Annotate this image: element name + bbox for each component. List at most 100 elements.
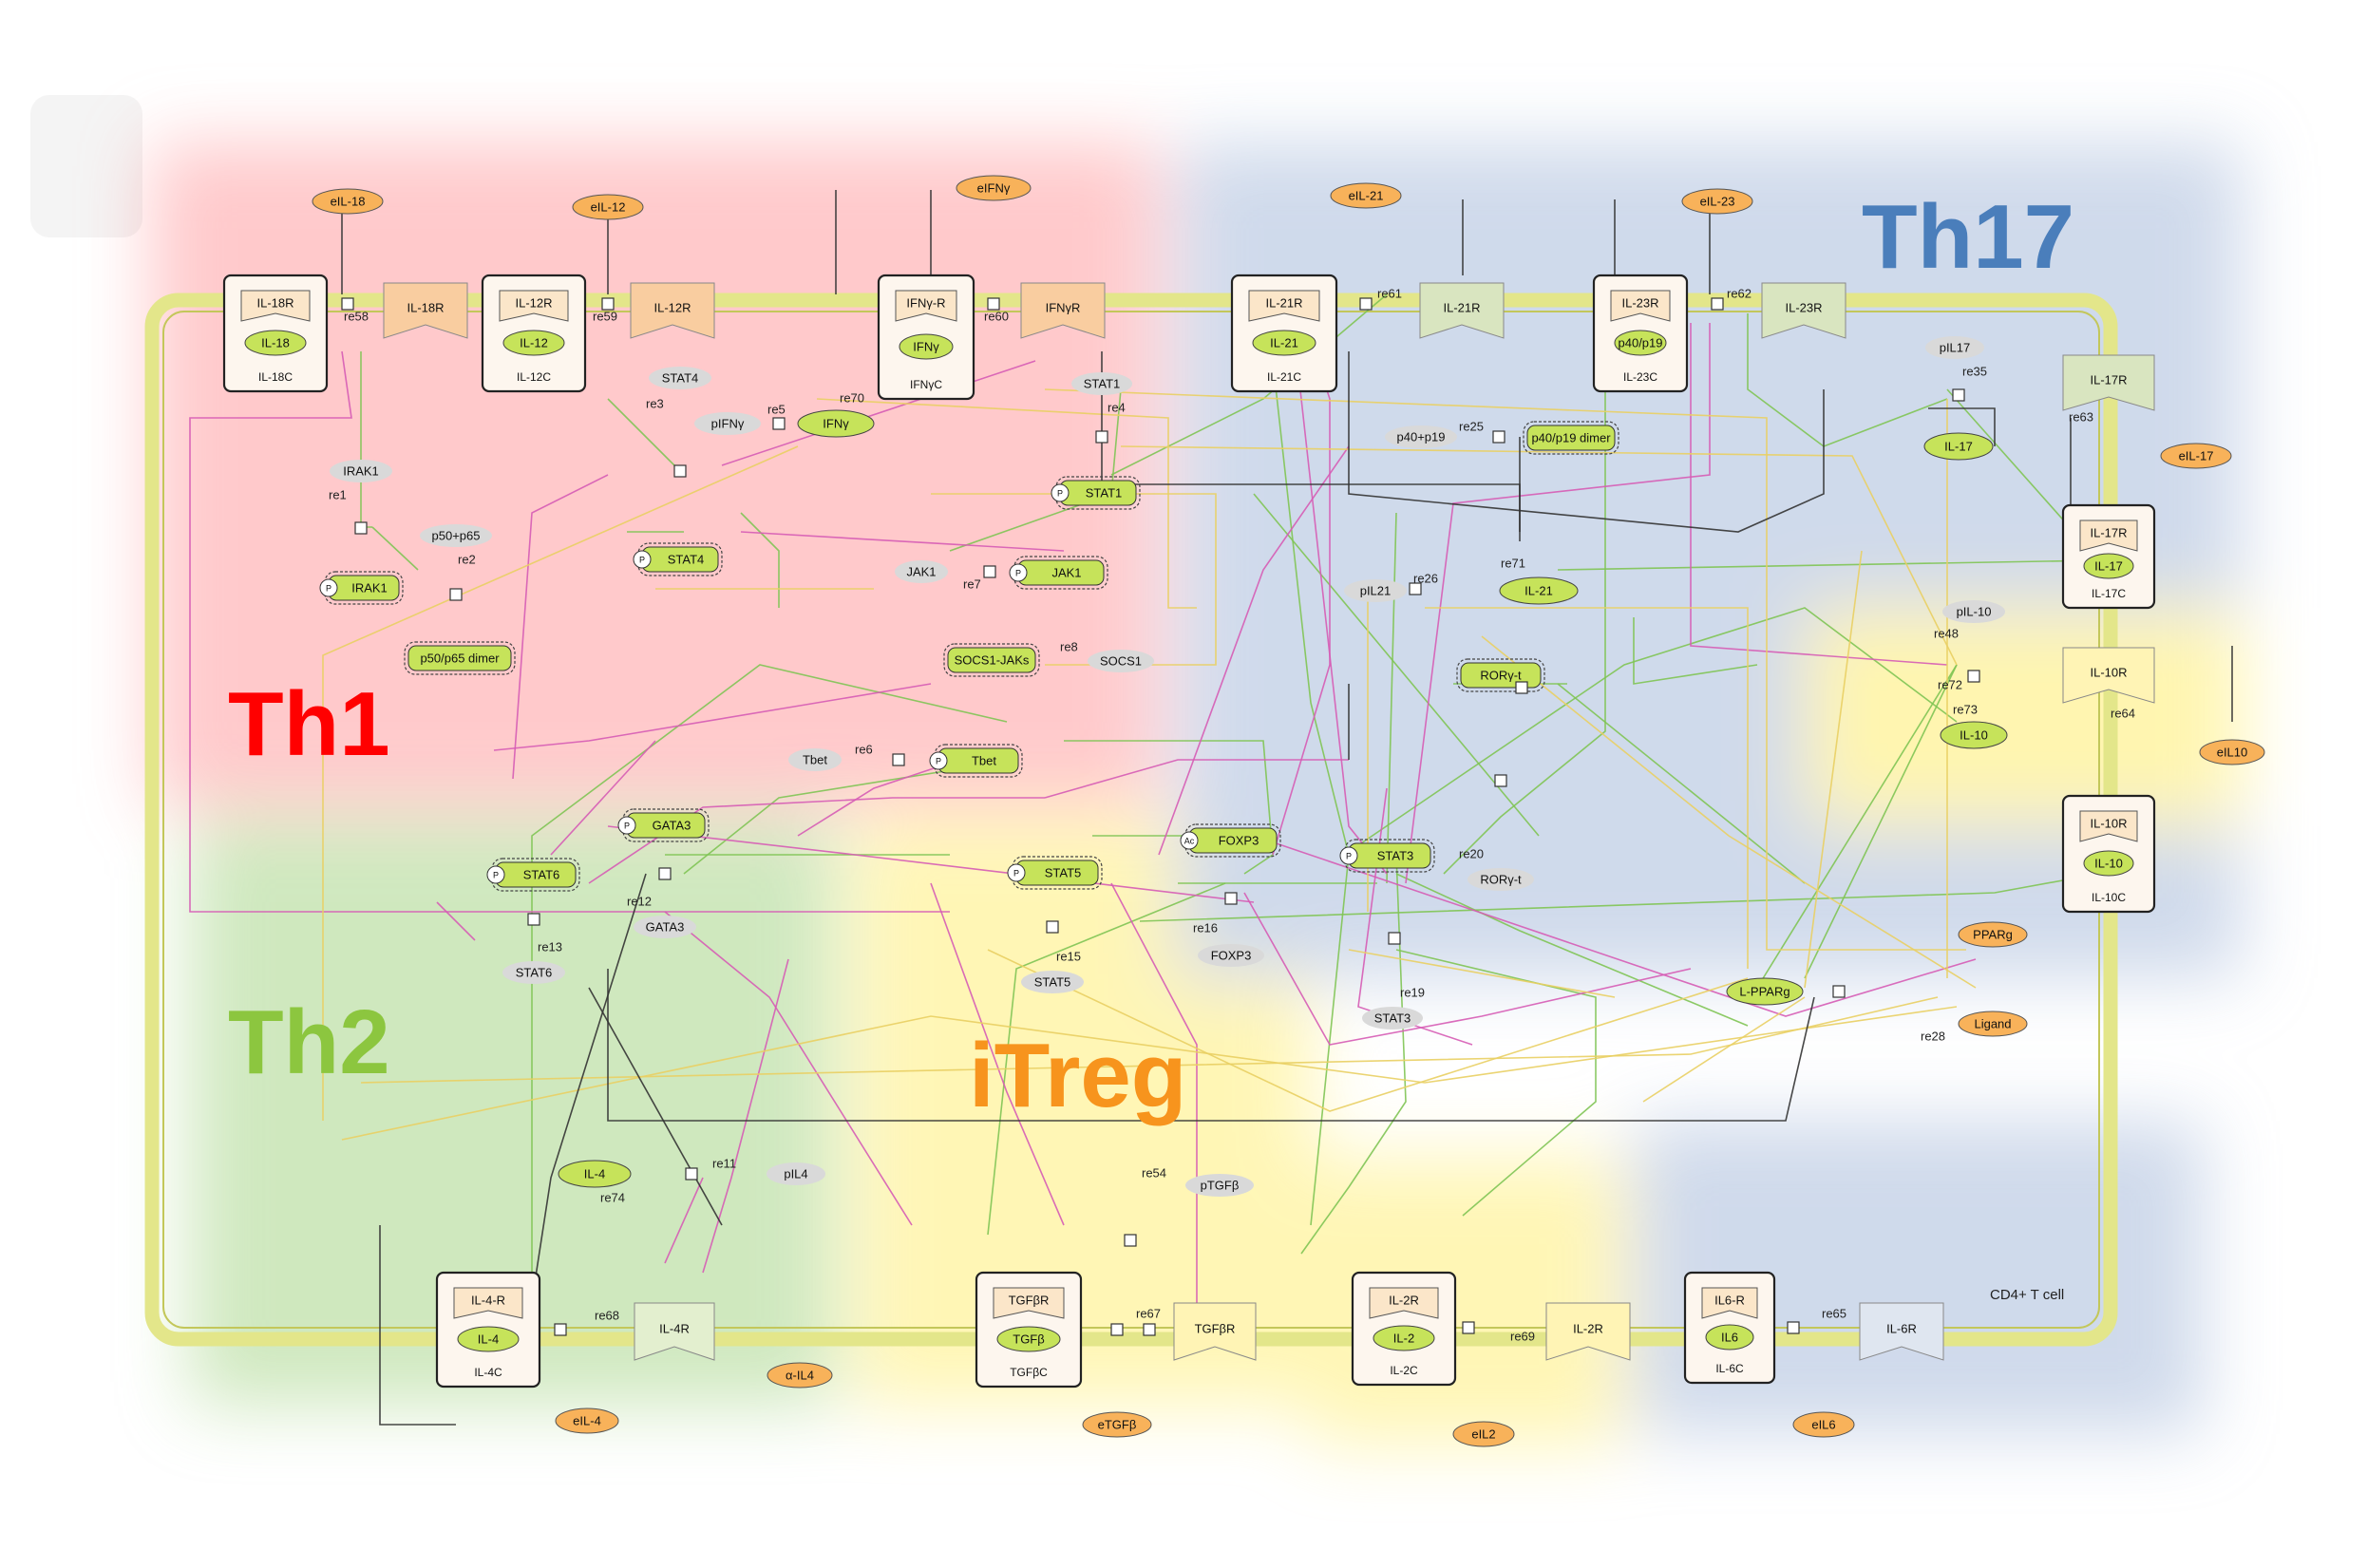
modification-label: P	[493, 870, 499, 879]
region-label-th1: Th1	[228, 673, 390, 775]
receptor-shape	[1859, 1302, 1944, 1361]
modification-marker	[1339, 846, 1358, 865]
inactive-shape	[420, 524, 492, 547]
active-label: STAT5	[1045, 865, 1082, 879]
edge-line	[1386, 512, 1397, 884]
reaction-node	[1462, 1321, 1475, 1334]
extracellular-eIL18: eIL-18	[312, 188, 384, 215]
secreted-shape	[797, 409, 875, 438]
receptor-shape	[2079, 810, 2138, 842]
inactive-pTGFb: pTGFβ	[1185, 1174, 1254, 1197]
inactive-shape	[330, 460, 392, 482]
active-protein-RORgt: RORγ-t	[1456, 658, 1545, 692]
extracellular-eIL6: eIL6	[1792, 1411, 1855, 1438]
extracellular-shape	[312, 188, 384, 215]
receptor-shape	[1610, 290, 1671, 322]
edge-line	[550, 740, 656, 856]
extracellular-eIL23: eIL-23	[1681, 188, 1753, 215]
inactive-shape	[634, 916, 696, 938]
inactive-IRAK1: IRAK1	[330, 460, 392, 482]
extracellular-shape	[1452, 1421, 1515, 1447]
receptor-shape	[630, 282, 715, 339]
reaction-node	[1967, 670, 1980, 683]
complex-ligand	[457, 1326, 520, 1352]
modification-marker	[319, 578, 338, 597]
receptor-r17: IL-17R	[2062, 354, 2155, 411]
complex-ligand-label: IL-18	[261, 335, 290, 349]
inactive-label: IRAK1	[343, 463, 379, 478]
reaction-node	[685, 1167, 698, 1181]
extracellular-label: eTGFβ	[1098, 1417, 1137, 1431]
edge-line	[607, 398, 685, 476]
complex-name-label: IL-2C	[1390, 1364, 1418, 1377]
extracellular-shape	[1958, 1011, 2028, 1037]
modification-marker	[929, 751, 948, 770]
edge-line	[1064, 740, 1274, 875]
extracellular-label: eIL2	[1471, 1426, 1495, 1441]
region-label-itreg: iTreg	[969, 1025, 1186, 1126]
active-outline	[324, 571, 404, 605]
reaction-node	[1952, 388, 1965, 402]
edge-line	[1253, 493, 1540, 837]
reaction-label: re6	[855, 742, 873, 756]
inactive-label: pIL21	[1360, 583, 1392, 597]
inactive-label: RORγ-t	[1480, 872, 1522, 886]
edge-line	[1481, 635, 1977, 989]
inactive-label: GATA3	[646, 919, 685, 934]
edge-line	[1804, 664, 1958, 979]
extracellular-eIL2: eIL2	[1452, 1421, 1515, 1447]
inactive-label: p40+p19	[1397, 429, 1446, 444]
modification-label: P	[639, 555, 645, 564]
edge-line	[436, 901, 476, 941]
complex-name-label: IL-18C	[258, 370, 293, 384]
reaction-node	[1787, 1321, 1800, 1334]
reaction-node	[1515, 681, 1528, 694]
reaction-label: re63	[2069, 409, 2093, 424]
reaction-node	[1046, 920, 1059, 934]
complex-IL4C: IL-4-RIL-4IL-4C	[435, 1271, 541, 1389]
active-label: STAT6	[523, 867, 560, 881]
complex-receptor-label: IL-2R	[1389, 1293, 1419, 1307]
reaction-label: re15	[1056, 949, 1081, 963]
reaction-label: re69	[1510, 1329, 1535, 1343]
active-label: p50/p65 dimer	[420, 651, 500, 665]
extracellular-label: eIL10	[2217, 745, 2248, 759]
reaction-label: re73	[1953, 702, 1978, 716]
reaction-node	[1494, 774, 1507, 787]
reaction-node	[1492, 430, 1505, 444]
inactive-pIL17: pIL17	[1925, 336, 1984, 359]
edge-line	[1044, 388, 1966, 951]
inactive-label: JAK1	[906, 564, 936, 578]
region-label-th2: Th2	[228, 992, 390, 1093]
receptor-shape	[1545, 1302, 1631, 1361]
complex-ligand-label: IL6	[1721, 1330, 1738, 1344]
receptor-r10: IL-10R	[2062, 647, 2155, 704]
reaction-node	[987, 297, 1000, 311]
extracellular-label: eIFNγ	[977, 180, 1011, 195]
inactive-label: STAT1	[1084, 376, 1121, 390]
receptor-shape	[1173, 1302, 1257, 1361]
extracellular-shape	[572, 194, 644, 220]
edge-line	[1642, 996, 1806, 1103]
active-label: p40/p19 dimer	[1531, 430, 1611, 444]
reaction-label: re3	[646, 396, 664, 410]
reaction-label: re13	[538, 939, 562, 954]
receptor-shape	[499, 290, 569, 322]
receptor-label: IL-18R	[407, 300, 444, 314]
modification-label: Ac	[1184, 836, 1195, 845]
edge-line	[1443, 313, 1606, 875]
active-protein-SOCS1JAKs: SOCS1-JAKs	[943, 643, 1040, 677]
inactive-shape	[1198, 944, 1264, 967]
receptor-label: IL-12R	[653, 300, 691, 314]
edge-line	[1348, 949, 1616, 998]
inactive-GATA3: GATA3	[634, 916, 696, 938]
edge-line	[1557, 559, 2100, 571]
complex-ligand-label: IL-21	[1270, 335, 1298, 349]
edge-line	[664, 911, 913, 1226]
complex-receptor-label: IL-4-R	[471, 1293, 505, 1307]
